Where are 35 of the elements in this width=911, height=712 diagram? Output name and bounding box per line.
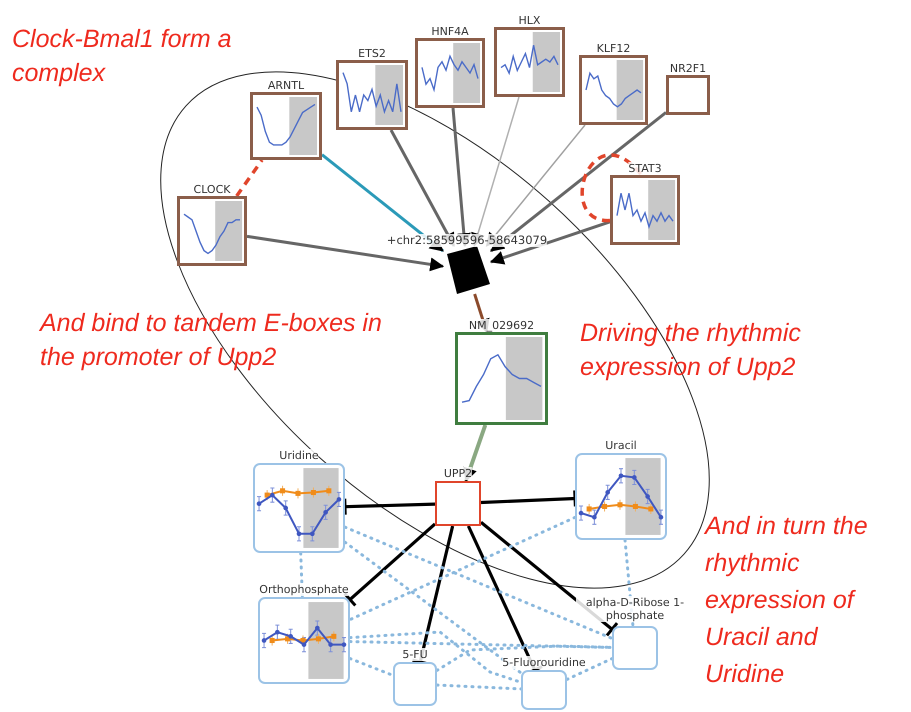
node-label: Uracil — [605, 439, 637, 452]
node-label: CLOCK — [194, 183, 230, 196]
dotted-connector — [344, 540, 522, 674]
arrow — [321, 153, 444, 252]
node-label: NR2F1 — [670, 62, 706, 75]
dotted-connector — [348, 640, 614, 649]
arrow — [490, 220, 610, 264]
node-label: Orthophosphate — [259, 583, 349, 596]
inhibition-line — [480, 488, 577, 508]
node-label: Uridine — [279, 449, 319, 462]
annotation-text: And in turn the rhythmic expression of Uracil and Uridine — [705, 511, 869, 690]
arrow — [490, 111, 667, 252]
node-label: ETS2 — [358, 47, 386, 60]
arrow — [246, 234, 444, 272]
node-label: ARNTL — [268, 79, 304, 92]
dotted-connector — [344, 526, 614, 640]
dotted-connector — [436, 684, 522, 690]
dotted-connector — [235, 158, 264, 198]
node-label: 5-FU — [402, 648, 428, 661]
inhibition-line — [343, 522, 436, 608]
inhibition-line — [343, 497, 436, 516]
node-label: +chr2:58599596-58643079 — [386, 234, 548, 247]
node-label: NM_029692 — [468, 319, 534, 332]
node-label: UPP2 — [444, 467, 472, 480]
annotation-text: Clock-Bmal1 form a complex — [12, 24, 232, 89]
dotted-connector — [348, 657, 394, 677]
arrow — [463, 424, 488, 482]
node-label: STAT3 — [628, 162, 662, 175]
node-label: HLX — [518, 14, 540, 27]
node-label: KLF12 — [596, 42, 630, 55]
node-label: HNF4A — [431, 25, 469, 38]
node-label: 5-Fluorouridine — [502, 656, 586, 669]
dotted-connector — [348, 516, 576, 622]
dotted-connector — [566, 657, 614, 681]
dotted-connector — [299, 552, 304, 598]
